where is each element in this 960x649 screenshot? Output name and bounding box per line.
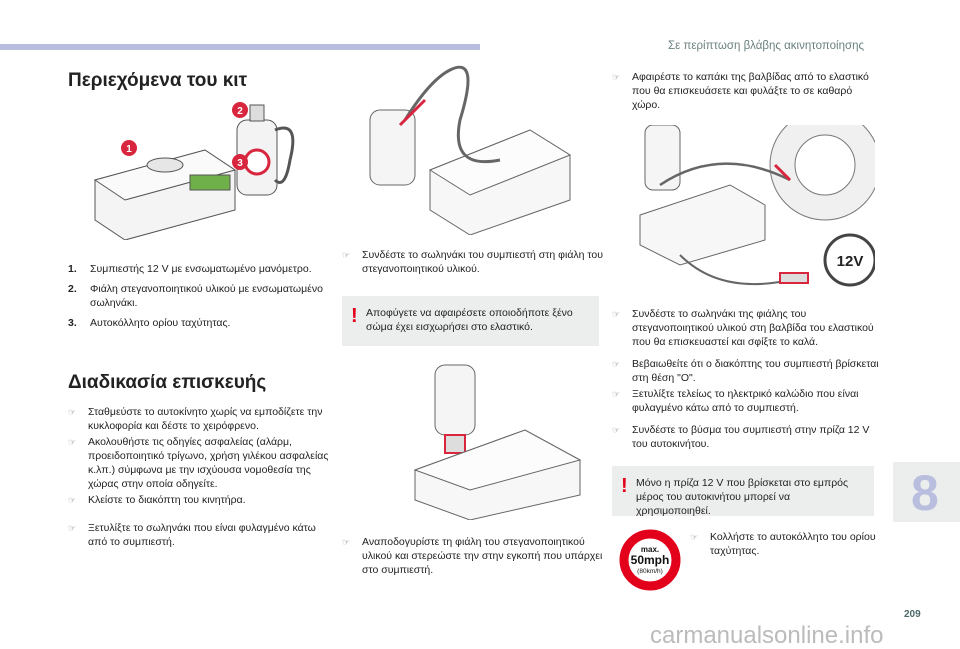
pointing-hand-icon: ☞: [342, 250, 351, 260]
invert-bottle-illustration: [413, 364, 582, 520]
connect-hose-illustration: [369, 65, 572, 235]
step-text: Κολλήστε το αυτοκόλλητο του ορίου ταχύτη…: [710, 531, 876, 557]
step-invert: ☞ Αναποδογυρίστε τη φιάλη του στεγανοποιη…: [342, 535, 607, 579]
pointing-hand-icon: ☞: [68, 495, 77, 505]
header-bar: [0, 44, 480, 50]
section-header: Σε περίπτωση βλάβης ακινητοποίησης: [668, 40, 865, 52]
pointing-hand-icon: ☞: [68, 437, 77, 447]
svg-text:2: 2: [237, 106, 243, 117]
chapter-tab: 8: [893, 462, 960, 522]
svg-text:50mph: 50mph: [631, 553, 670, 567]
kit-item: 2.Φιάλη στεγανοποιητικού υλικού με ενσωμ…: [68, 283, 323, 309]
repair-steps-a: ☞Σταθμεύστε το αυτοκίνητο χωρίς να εμποδ…: [68, 405, 333, 551]
chapter-number: 8: [911, 465, 939, 521]
kit-items-list: 1.Συμπιεστής 12 V με ενσωματωμένο μανόμε…: [68, 262, 333, 336]
step-item: ☞Ακολουθήστε τις οδηγίες ασφαλείας (αλάρ…: [68, 436, 329, 490]
repair-steps-b: ☞Συνδέστε το σωληνάκι της φιάλης του στε…: [612, 308, 879, 450]
kit-title: Περιεχόμενα του κιτ: [68, 70, 248, 91]
warning-text: Αποφύγετε να αφαιρέσετε οποιοδήποτε ξένο…: [366, 307, 573, 333]
step-cap: ☞ Αφαιρέστε το καπάκι της βαλβίδας από το…: [612, 70, 877, 114]
svg-text:(80km/h): (80km/h): [637, 568, 663, 575]
pointing-hand-icon: ☞: [68, 407, 77, 417]
callout-3: [232, 154, 248, 170]
svg-text:max.: max.: [641, 545, 659, 554]
pointing-hand-icon: ☞: [612, 309, 621, 319]
step-text: Συνδέστε το σωληνάκι του συμπιεστή στη φ…: [362, 249, 603, 275]
kit-item: 1.Συμπιεστής 12 V με ενσωματωμένο μανόμε…: [68, 263, 312, 275]
callout-2: [232, 102, 248, 118]
warning-note-socket: ! Μόνο η πρίζα 12 V που βρίσκεται στο εμπ…: [612, 466, 874, 517]
step-item: ☞Ξετυλίξτε το σωληνάκι που είναι φυλαγμέ…: [68, 522, 316, 548]
pointing-hand-icon: ☞: [612, 425, 621, 435]
step-item: ☞Σταθμεύστε το αυτοκίνητο χωρίς να εμποδ…: [68, 406, 323, 432]
valve-connection-illustration: 12V: [639, 125, 875, 287]
warning-note-foreign-object: ! Αποφύγετε να αφαιρέσετε οποιοδήποτε ξέν…: [342, 296, 599, 346]
watermark: carmanualsonline.info: [650, 622, 884, 649]
repair-title: Διαδικασία επισκευής: [68, 372, 267, 393]
kit-illustration: 1 2 3: [93, 102, 295, 240]
kit-item: 3.Αυτοκόλλητο ορίου ταχύτητας.: [68, 317, 231, 329]
step-text: Αναποδογυρίστε τη φιάλη του στεγανοποιητ…: [362, 536, 603, 576]
plug-label: 12V: [837, 253, 864, 270]
pointing-hand-icon: ☞: [612, 72, 621, 82]
warning-text: Μόνο η πρίζα 12 V που βρίσκεται στο εμπρ…: [636, 477, 849, 517]
svg-text:1: 1: [126, 144, 132, 155]
speed-limit-sticker: max. 50mph (80km/h): [619, 529, 681, 591]
warning-icon: !: [351, 305, 358, 327]
step-connect: ☞ Συνδέστε το σωληνάκι του συμπιεστή στη …: [342, 248, 604, 278]
step-text: Αφαιρέστε το καπάκι της βαλβίδας από το …: [632, 71, 869, 111]
pointing-hand-icon: ☞: [612, 389, 621, 399]
callout-1: [121, 140, 137, 156]
svg-text:3: 3: [237, 158, 243, 169]
pointing-hand-icon: ☞: [342, 537, 351, 547]
pointing-hand-icon: ☞: [690, 532, 699, 542]
page-number: 209: [904, 609, 921, 620]
warning-icon: !: [621, 475, 628, 497]
step-item: ☞Κλείστε το διακόπτη του κινητήρα.: [68, 494, 246, 506]
pointing-hand-icon: ☞: [612, 359, 621, 369]
pointing-hand-icon: ☞: [68, 523, 77, 533]
step-sticker: ☞ Κολλήστε το αυτοκόλλητο του ορίου ταχύτ…: [690, 530, 880, 560]
